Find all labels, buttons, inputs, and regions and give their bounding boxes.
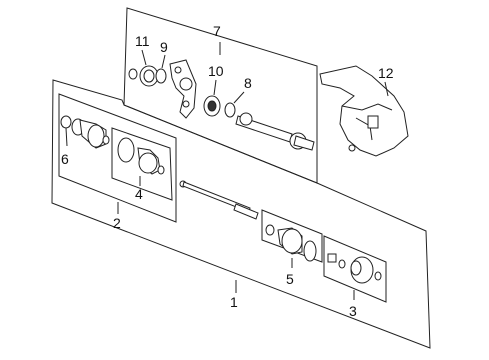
- group-7-intermediate-shaft: 7 11 9 10: [123, 7, 318, 184]
- outer-cv-joint: [71, 118, 110, 149]
- callout-2: 2: [113, 215, 121, 231]
- part-12-heat-shield: 12: [319, 65, 409, 157]
- callout-4: 4: [135, 186, 143, 202]
- outer-boot-kit: [117, 137, 165, 175]
- frame-2: [58, 93, 177, 223]
- part-11: 11: [128, 33, 159, 87]
- frame-4: [111, 127, 173, 201]
- callout-11: 11: [135, 33, 150, 49]
- callout-3: 3: [349, 303, 357, 319]
- inner-boot-kit: [265, 224, 317, 262]
- intermediate-shaft: [235, 112, 315, 151]
- part-8: 8: [224, 75, 252, 118]
- inner-cv-joint: [327, 253, 382, 284]
- part-6: 6: [60, 115, 72, 167]
- callout-1: 1: [230, 294, 238, 310]
- callout-6: 6: [61, 151, 69, 167]
- bearing-bracket: [169, 59, 197, 119]
- callout-9: 9: [160, 39, 168, 55]
- callout-10: 10: [208, 63, 224, 79]
- part-9: 9: [155, 39, 168, 84]
- callout-5: 5: [286, 271, 294, 287]
- frame-3: [323, 235, 387, 303]
- callout-7: 7: [213, 23, 221, 39]
- callout-8: 8: [244, 75, 252, 91]
- callout-12: 12: [378, 65, 394, 81]
- main-shaft: [179, 180, 259, 220]
- frame-5: [261, 209, 323, 263]
- frame-1: [51, 79, 431, 349]
- part-10: 10: [203, 63, 224, 117]
- group-1-driveshaft-assembly: 1 2 4 6: [51, 79, 431, 349]
